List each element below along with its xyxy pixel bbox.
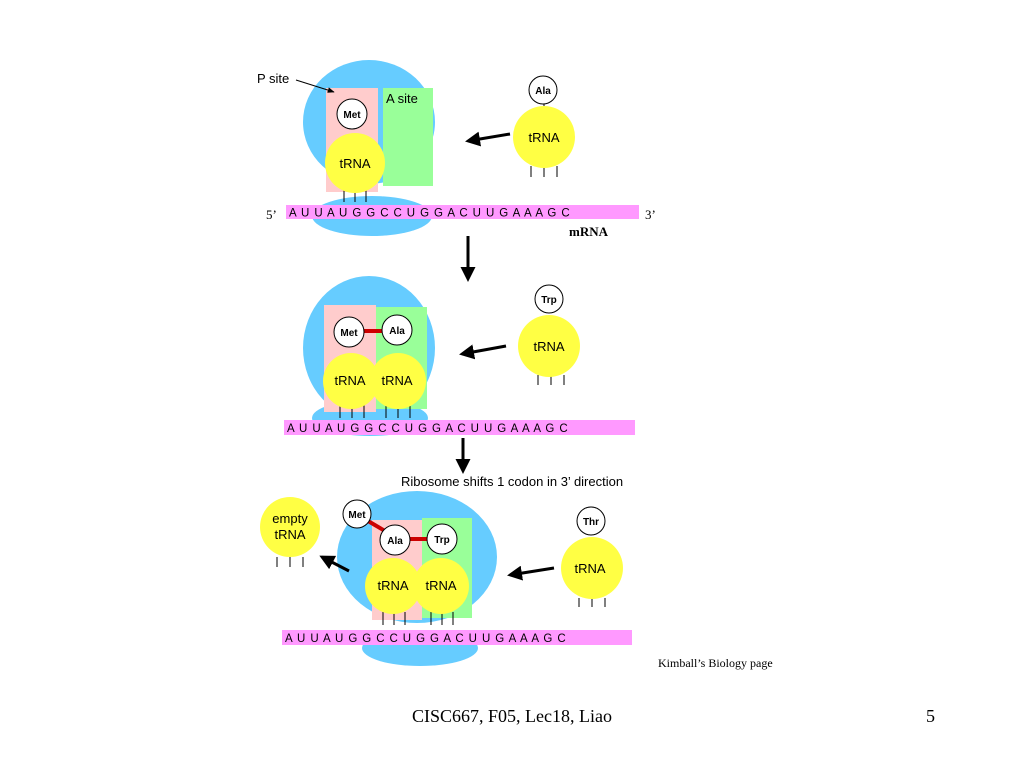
entry-arrow-3 <box>507 565 555 581</box>
p-trna-3: tRNA <box>365 558 421 625</box>
trp-amino-acid <box>534 284 564 314</box>
trna-label: tRNA <box>377 578 408 593</box>
mrna-strand-1 <box>286 205 639 219</box>
panel-3: tRNA tRNA Met Ala Trp empty tRNA <box>260 491 632 666</box>
five-prime-label: 5’ <box>266 207 277 222</box>
slide-footer: CISC667, F05, Lec18, Liao <box>412 706 612 726</box>
trna-label: tRNA <box>339 156 370 171</box>
svg-text:Ala: Ala <box>389 326 405 337</box>
ala-amino-acid <box>381 314 413 346</box>
svg-text:Thr: Thr <box>583 517 599 528</box>
three-prime-label: 3’ <box>645 207 656 222</box>
svg-text:Trp: Trp <box>434 535 450 546</box>
mrna-strand-3 <box>282 630 632 645</box>
trna-label: tRNA <box>425 578 456 593</box>
exit-arrow <box>319 555 350 573</box>
svg-text:Trp: Trp <box>541 295 557 306</box>
page-number: 5 <box>926 706 935 726</box>
empty-label: empty <box>272 511 308 526</box>
mrna-sequence: A U U A U G G C C U G G A C U U G A A A … <box>289 208 571 220</box>
ala-amino-acid <box>528 75 558 105</box>
trna-label: tRNA <box>528 130 559 145</box>
trna-label: tRNA <box>574 561 605 576</box>
p-trna-2: tRNA <box>323 353 379 418</box>
svg-text:Ala: Ala <box>535 86 551 97</box>
svg-text:Ala: Ala <box>387 536 403 547</box>
panel-1: A site P site tRNA Met tRNA Ala 5’ A U U… <box>257 60 656 239</box>
trna-label: tRNA <box>381 373 412 388</box>
a-site-1 <box>383 88 433 186</box>
ala-amino-acid <box>379 524 411 556</box>
a-site-label: A site <box>386 91 418 106</box>
incoming-trna-ala: tRNA Ala <box>513 75 575 177</box>
incoming-trna-thr: tRNA Thr <box>561 506 623 607</box>
mrna-label: mRNA <box>569 224 609 239</box>
peptide-bond-3a <box>366 519 387 533</box>
met-amino-acid <box>333 316 365 348</box>
mrna-strand-2 <box>284 420 635 435</box>
trna-label: tRNA <box>334 373 365 388</box>
svg-text:Met: Met <box>343 110 361 121</box>
mrna-sequence: A U U A U G G C C U G G A C U U G A A A … <box>287 423 569 435</box>
entry-arrow-2 <box>459 344 507 360</box>
met-amino-acid <box>342 499 372 529</box>
svg-text:Met: Met <box>340 328 358 339</box>
empty-trna: empty tRNA <box>260 497 320 567</box>
thr-amino-acid <box>576 506 606 536</box>
met-amino-acid <box>336 98 368 130</box>
panel-2: tRNA tRNA Met Ala tRNA Trp A U U A U G G… <box>284 276 635 436</box>
a-trna-2: tRNA <box>370 353 426 418</box>
a-trna-3: tRNA <box>413 558 469 625</box>
shift-caption: Ribosome shifts 1 codon in 3’ direction <box>401 474 623 489</box>
p-site-pointer <box>295 79 335 93</box>
p-site-label: P site <box>257 71 289 86</box>
svg-text:Met: Met <box>348 510 366 521</box>
trna-label: tRNA <box>533 339 564 354</box>
incoming-trna-trp: tRNA Trp <box>518 284 580 385</box>
source-credit: Kimball’s Biology page <box>658 656 773 670</box>
trna-label: tRNA <box>274 527 305 542</box>
mrna-sequence: A U U A U G G C C U G G A C U U G A A A … <box>285 633 567 645</box>
entry-arrow-1 <box>465 131 511 147</box>
trp-amino-acid <box>426 523 458 555</box>
p-trna-1: tRNA Met <box>325 98 385 202</box>
